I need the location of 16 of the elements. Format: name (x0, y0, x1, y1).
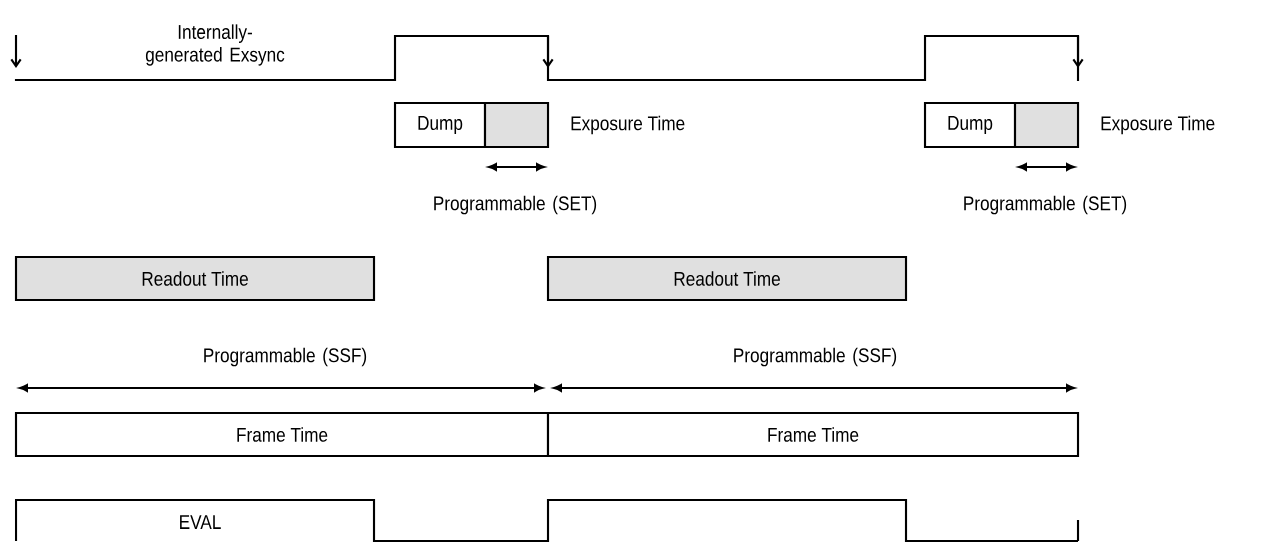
beside-label: Exposure Time (571, 115, 685, 135)
signal-label: Internally-generated Exsync (145, 24, 285, 66)
exposure-box (483, 101, 550, 149)
timing-box: Readout Time (14, 255, 376, 302)
exposure-box (1013, 101, 1080, 149)
timing-box: Readout Time (546, 255, 908, 302)
timing-box: Frame Time (14, 411, 550, 458)
beside-label: Exposure Time (1101, 115, 1215, 135)
timing-box: Dump (923, 101, 1017, 149)
dimension-label: Programmable (SET) (964, 195, 1127, 215)
dimension-label: Programmable (SSF) (734, 347, 897, 367)
timing-box: Frame Time (546, 411, 1080, 458)
dimension-label: Programmable (SET) (434, 195, 597, 215)
dimension-label: Programmable (SSF) (204, 347, 367, 367)
timing-box: Dump (393, 101, 487, 149)
signal-label: EVAL (180, 515, 221, 529)
